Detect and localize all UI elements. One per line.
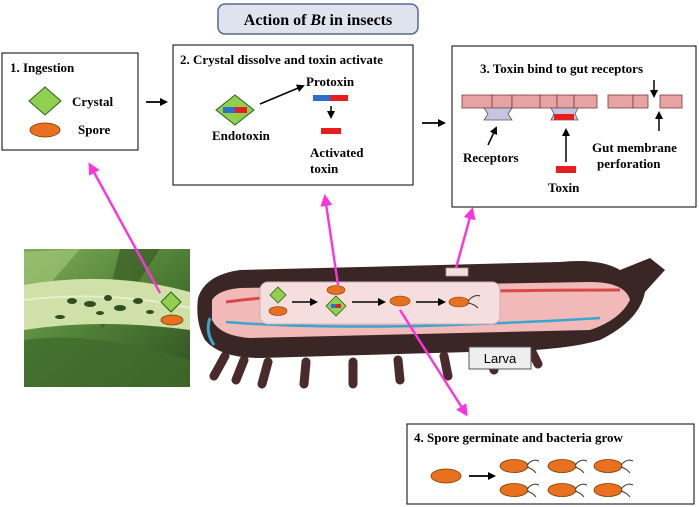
spore-icon xyxy=(268,306,288,316)
larva-illustration xyxy=(197,258,666,389)
spore-icon xyxy=(389,295,411,307)
flagella xyxy=(526,459,634,498)
endotoxin-crystal-icon xyxy=(215,94,255,126)
receptors-label: Receptors xyxy=(463,150,519,165)
protoxin-label: Protoxin xyxy=(306,74,355,89)
activated-label-1: Activated xyxy=(310,145,364,160)
spore-icon xyxy=(430,468,462,484)
diagram-title: Action of Bt in insects xyxy=(217,3,419,35)
toxin-label: Toxin xyxy=(548,180,580,195)
bound-toxin-icon xyxy=(554,114,574,120)
endotoxin-label: Endotoxin xyxy=(212,128,271,143)
germinating-spore-icon xyxy=(448,296,470,308)
activated-label-2: toxin xyxy=(310,161,339,176)
perforation-label-2: perforation xyxy=(597,156,661,171)
activated-toxin-icon xyxy=(321,128,341,134)
larva-label: Larva xyxy=(468,346,532,370)
svg-text:Action of Bt in insects: Action of Bt in insects xyxy=(244,12,392,29)
activation-heading: 2. Crystal dissolve and toxin activate xyxy=(180,52,383,67)
svg-text:Larva: Larva xyxy=(484,351,517,366)
panel-activation: 2. Crystal dissolve and toxin activate E… xyxy=(172,44,414,186)
free-toxin-icon xyxy=(556,166,576,173)
pink-arrows xyxy=(88,162,476,417)
ingestion-heading: 1. Ingestion xyxy=(10,60,75,75)
panel-ingestion: 1. Ingestion Crystal Spore xyxy=(1,52,139,151)
spore-label: Spore xyxy=(78,122,110,137)
binding-heading: 3. Toxin bind to gut receptors xyxy=(480,61,643,76)
bacteria-cells xyxy=(499,459,623,497)
spore-icon xyxy=(326,285,346,295)
crystal-icon xyxy=(28,86,62,116)
perforation-label-1: Gut membrane xyxy=(592,140,677,155)
crystal-icon xyxy=(269,286,287,304)
protoxin-icon xyxy=(313,95,348,101)
gut-membrane-cells xyxy=(461,94,683,109)
crystal-icon xyxy=(160,291,182,313)
damaged-leaf-photo xyxy=(23,249,191,387)
spore-icon xyxy=(160,314,184,326)
panel-germination: 4. Spore germinate and bacteria grow xyxy=(406,423,695,505)
crystal-label: Crystal xyxy=(72,94,114,109)
panel-binding: 3. Toxin bind to gut receptors Receptors… xyxy=(451,45,697,208)
germination-heading: 4. Spore germinate and bacteria grow xyxy=(414,430,624,445)
spore-icon xyxy=(29,122,61,138)
receptor-icon xyxy=(483,107,513,121)
